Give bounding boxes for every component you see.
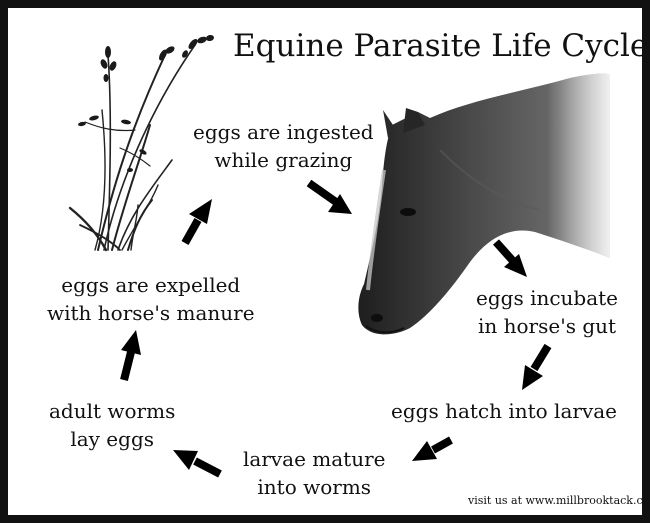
step-mature-line2: into worms (243, 473, 386, 501)
step-incubate-line2: in horse's gut (476, 312, 618, 340)
step-lay-eggs: adult worms lay eggs (49, 397, 175, 453)
step-mature-line1: larvae mature (243, 445, 386, 473)
step-ingested-line2: while grazing (193, 146, 374, 174)
step-hatch: eggs hatch into larvae (391, 397, 617, 425)
step-expelled-line2: with horse's manure (47, 299, 255, 327)
step-lay-eggs-line2: lay eggs (49, 425, 175, 453)
arrow-incubate-to-hatch (522, 346, 548, 390)
step-expelled-line1: eggs are expelled (47, 271, 255, 299)
website-credit: visit us at www.millbrooktack.com (468, 494, 650, 507)
step-ingested-line1: eggs are ingested (193, 118, 374, 146)
step-hatch-line1: eggs hatch into larvae (391, 397, 617, 425)
grass-illustration (70, 45, 195, 250)
step-incubate-line1: eggs incubate (476, 284, 618, 312)
step-incubate: eggs incubate in horse's gut (476, 284, 618, 340)
step-expelled: eggs are expelled with horse's manure (47, 271, 255, 327)
step-ingested: eggs are ingested while grazing (193, 118, 374, 174)
arrow-hatch-to-mature (412, 440, 451, 461)
step-lay-eggs-line1: adult worms (49, 397, 175, 425)
arrow-lay-to-expel (121, 330, 141, 380)
arrow-expel-to-grass (185, 199, 212, 243)
arrow-horse-to-incubate (496, 242, 527, 277)
arrow-ingest-to-horse (309, 183, 352, 214)
step-mature: larvae mature into worms (243, 445, 386, 501)
arrow-mature-to-lay (173, 450, 220, 474)
diagram-title: Equine Parasite Life Cycle (233, 28, 648, 64)
